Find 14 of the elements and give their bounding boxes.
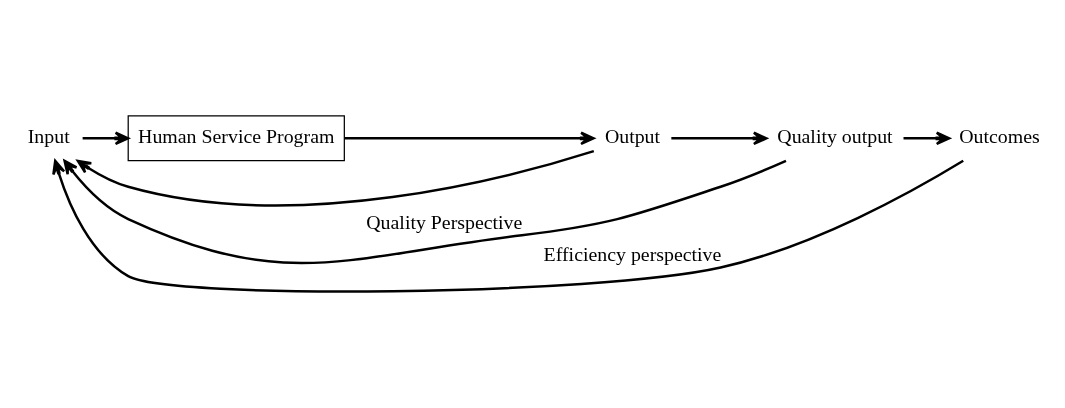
node-text: Quality output bbox=[777, 125, 893, 148]
arrow bbox=[903, 131, 951, 146]
arrow bbox=[76, 149, 595, 207]
arrow bbox=[52, 159, 964, 293]
arrow bbox=[671, 131, 768, 146]
arrow bbox=[82, 131, 130, 146]
node-box: Human Service Program bbox=[127, 115, 345, 162]
edge-label: Quality Perspective bbox=[366, 210, 523, 233]
node-text: Output bbox=[604, 125, 661, 148]
edge-label: Efficiency perspective bbox=[543, 243, 722, 266]
arrow bbox=[344, 131, 595, 146]
node-text: Input bbox=[27, 125, 70, 148]
node-text: Outcomes bbox=[959, 125, 1040, 148]
arrow bbox=[63, 159, 787, 265]
